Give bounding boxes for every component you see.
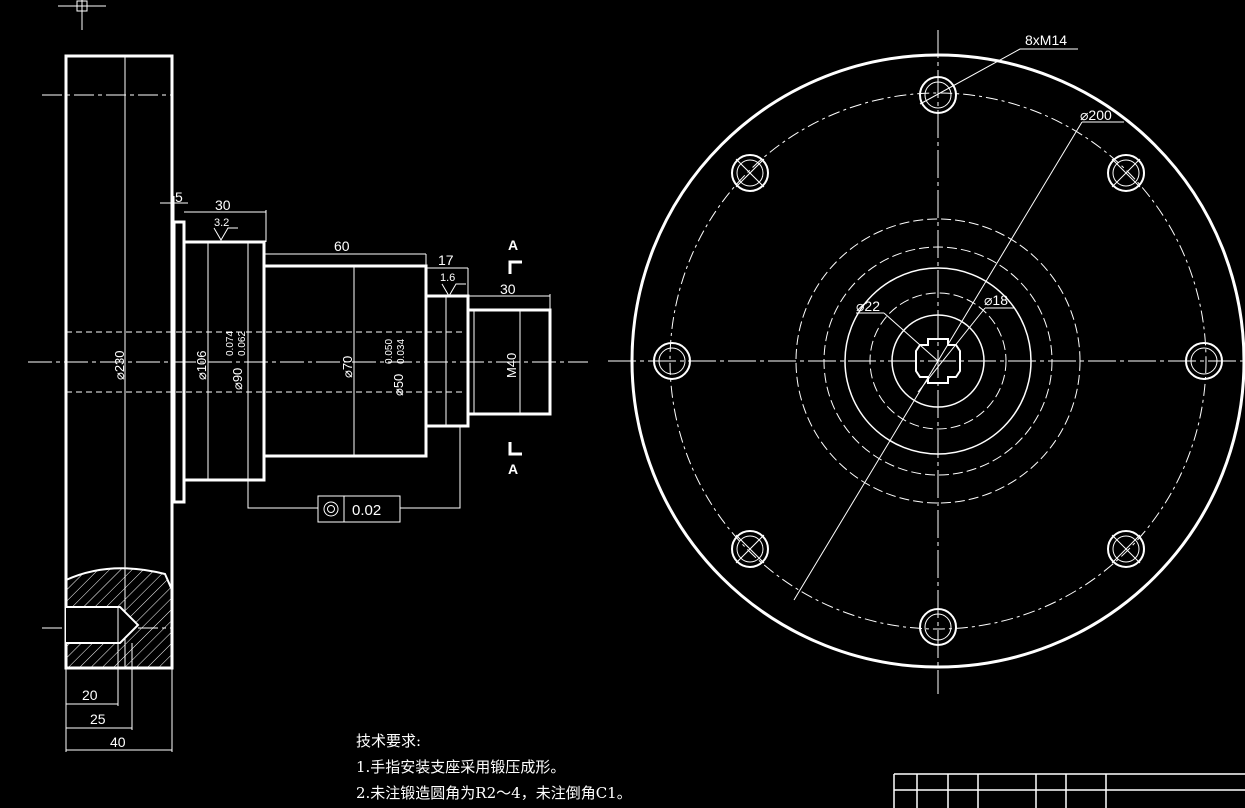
dim-40: 40 — [110, 734, 126, 750]
dim-phi106: ⌀106 — [194, 350, 209, 380]
tol-90-lo: 0.062 — [237, 331, 248, 356]
dim-5: 5 — [175, 189, 183, 205]
dim-phi70: ⌀70 — [340, 356, 355, 378]
dim-m40: M40 — [504, 353, 519, 378]
tol-value: 0.02 — [352, 502, 381, 519]
rough-16: 1.6 — [440, 272, 455, 284]
dim-30b: 30 — [500, 281, 516, 297]
rough-32: 3.2 — [214, 217, 229, 229]
tol-50-up: 0.050 — [384, 339, 395, 364]
dim-25: 25 — [90, 711, 106, 727]
dim-60: 60 — [334, 238, 350, 254]
dim-phi90: ⌀90 — [230, 368, 245, 390]
front-view — [608, 30, 1245, 694]
label-holes: 8xM14 — [1025, 32, 1067, 48]
dim-17: 17 — [438, 252, 454, 268]
notes-line-1: 1.手指安装支座采用锻压成形。 — [356, 758, 566, 776]
dim-phi50: ⌀50 — [391, 374, 406, 396]
thread-m40 — [466, 308, 552, 416]
dim-30a: 30 — [215, 197, 231, 213]
dim-phi230: ⌀230 — [112, 350, 127, 380]
label-phi22: ⌀22 — [856, 298, 880, 314]
outer-circle — [630, 53, 1245, 669]
section-mark-top: A — [508, 237, 518, 253]
dim-20: 20 — [82, 687, 98, 703]
bolt-circle — [669, 92, 1207, 630]
technical-notes: 技术要求: 1.手指安装支座采用锻压成形。 2.未注锻造圆角为R2～4，未注倒角… — [356, 728, 632, 806]
ucs-icon — [58, 0, 106, 30]
label-phi200: ⌀200 — [1080, 107, 1112, 123]
section-mark-bottom: A — [508, 461, 518, 477]
tol-50-lo: 0.034 — [396, 339, 407, 364]
title-block — [893, 773, 1245, 808]
tolerance-frame — [317, 495, 401, 523]
notes-line-2: 2.未注锻造圆角为R2～4，未注倒角C1。 — [356, 784, 632, 802]
spline-bore — [915, 338, 961, 384]
side-view — [28, 54, 588, 752]
label-phi18: ⌀18 — [984, 292, 1008, 308]
shaft-50 — [424, 294, 470, 428]
tol-90-up: 0.074 — [225, 331, 236, 356]
notes-title: 技术要求: — [356, 732, 422, 750]
bolt-holes — [653, 76, 1223, 646]
